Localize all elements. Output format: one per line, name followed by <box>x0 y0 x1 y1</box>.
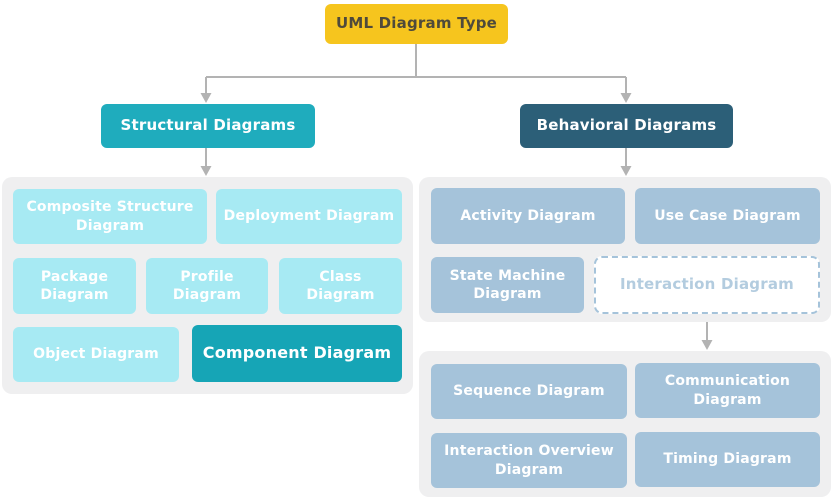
node-state-machine-diagram[interactable]: State Machine Diagram <box>431 257 584 313</box>
node-timing-diagram[interactable]: Timing Diagram <box>635 432 820 487</box>
node-composite-structure-diagram[interactable]: Composite Structure Diagram <box>13 189 207 244</box>
node-interaction-diagram[interactable]: Interaction Diagram <box>594 256 820 314</box>
node-use-case-diagram[interactable]: Use Case Diagram <box>635 188 820 244</box>
node-uml-diagram-type[interactable]: UML Diagram Type <box>325 4 508 44</box>
node-behavioral-diagrams[interactable]: Behavioral Diagrams <box>520 104 733 148</box>
node-structural-diagrams[interactable]: Structural Diagrams <box>101 104 315 148</box>
node-deployment-diagram[interactable]: Deployment Diagram <box>216 189 402 244</box>
node-object-diagram[interactable]: Object Diagram <box>13 327 179 382</box>
node-sequence-diagram[interactable]: Sequence Diagram <box>431 364 627 419</box>
node-package-diagram[interactable]: Package Diagram <box>13 258 136 314</box>
node-class-diagram[interactable]: Class Diagram <box>279 258 402 314</box>
node-communication-diagram[interactable]: Communication Diagram <box>635 363 820 418</box>
node-profile-diagram[interactable]: Profile Diagram <box>146 258 268 314</box>
node-interaction-overview-diagram[interactable]: Interaction Overview Diagram <box>431 433 627 488</box>
node-component-diagram[interactable]: Component Diagram <box>192 325 402 382</box>
node-activity-diagram[interactable]: Activity Diagram <box>431 188 625 244</box>
